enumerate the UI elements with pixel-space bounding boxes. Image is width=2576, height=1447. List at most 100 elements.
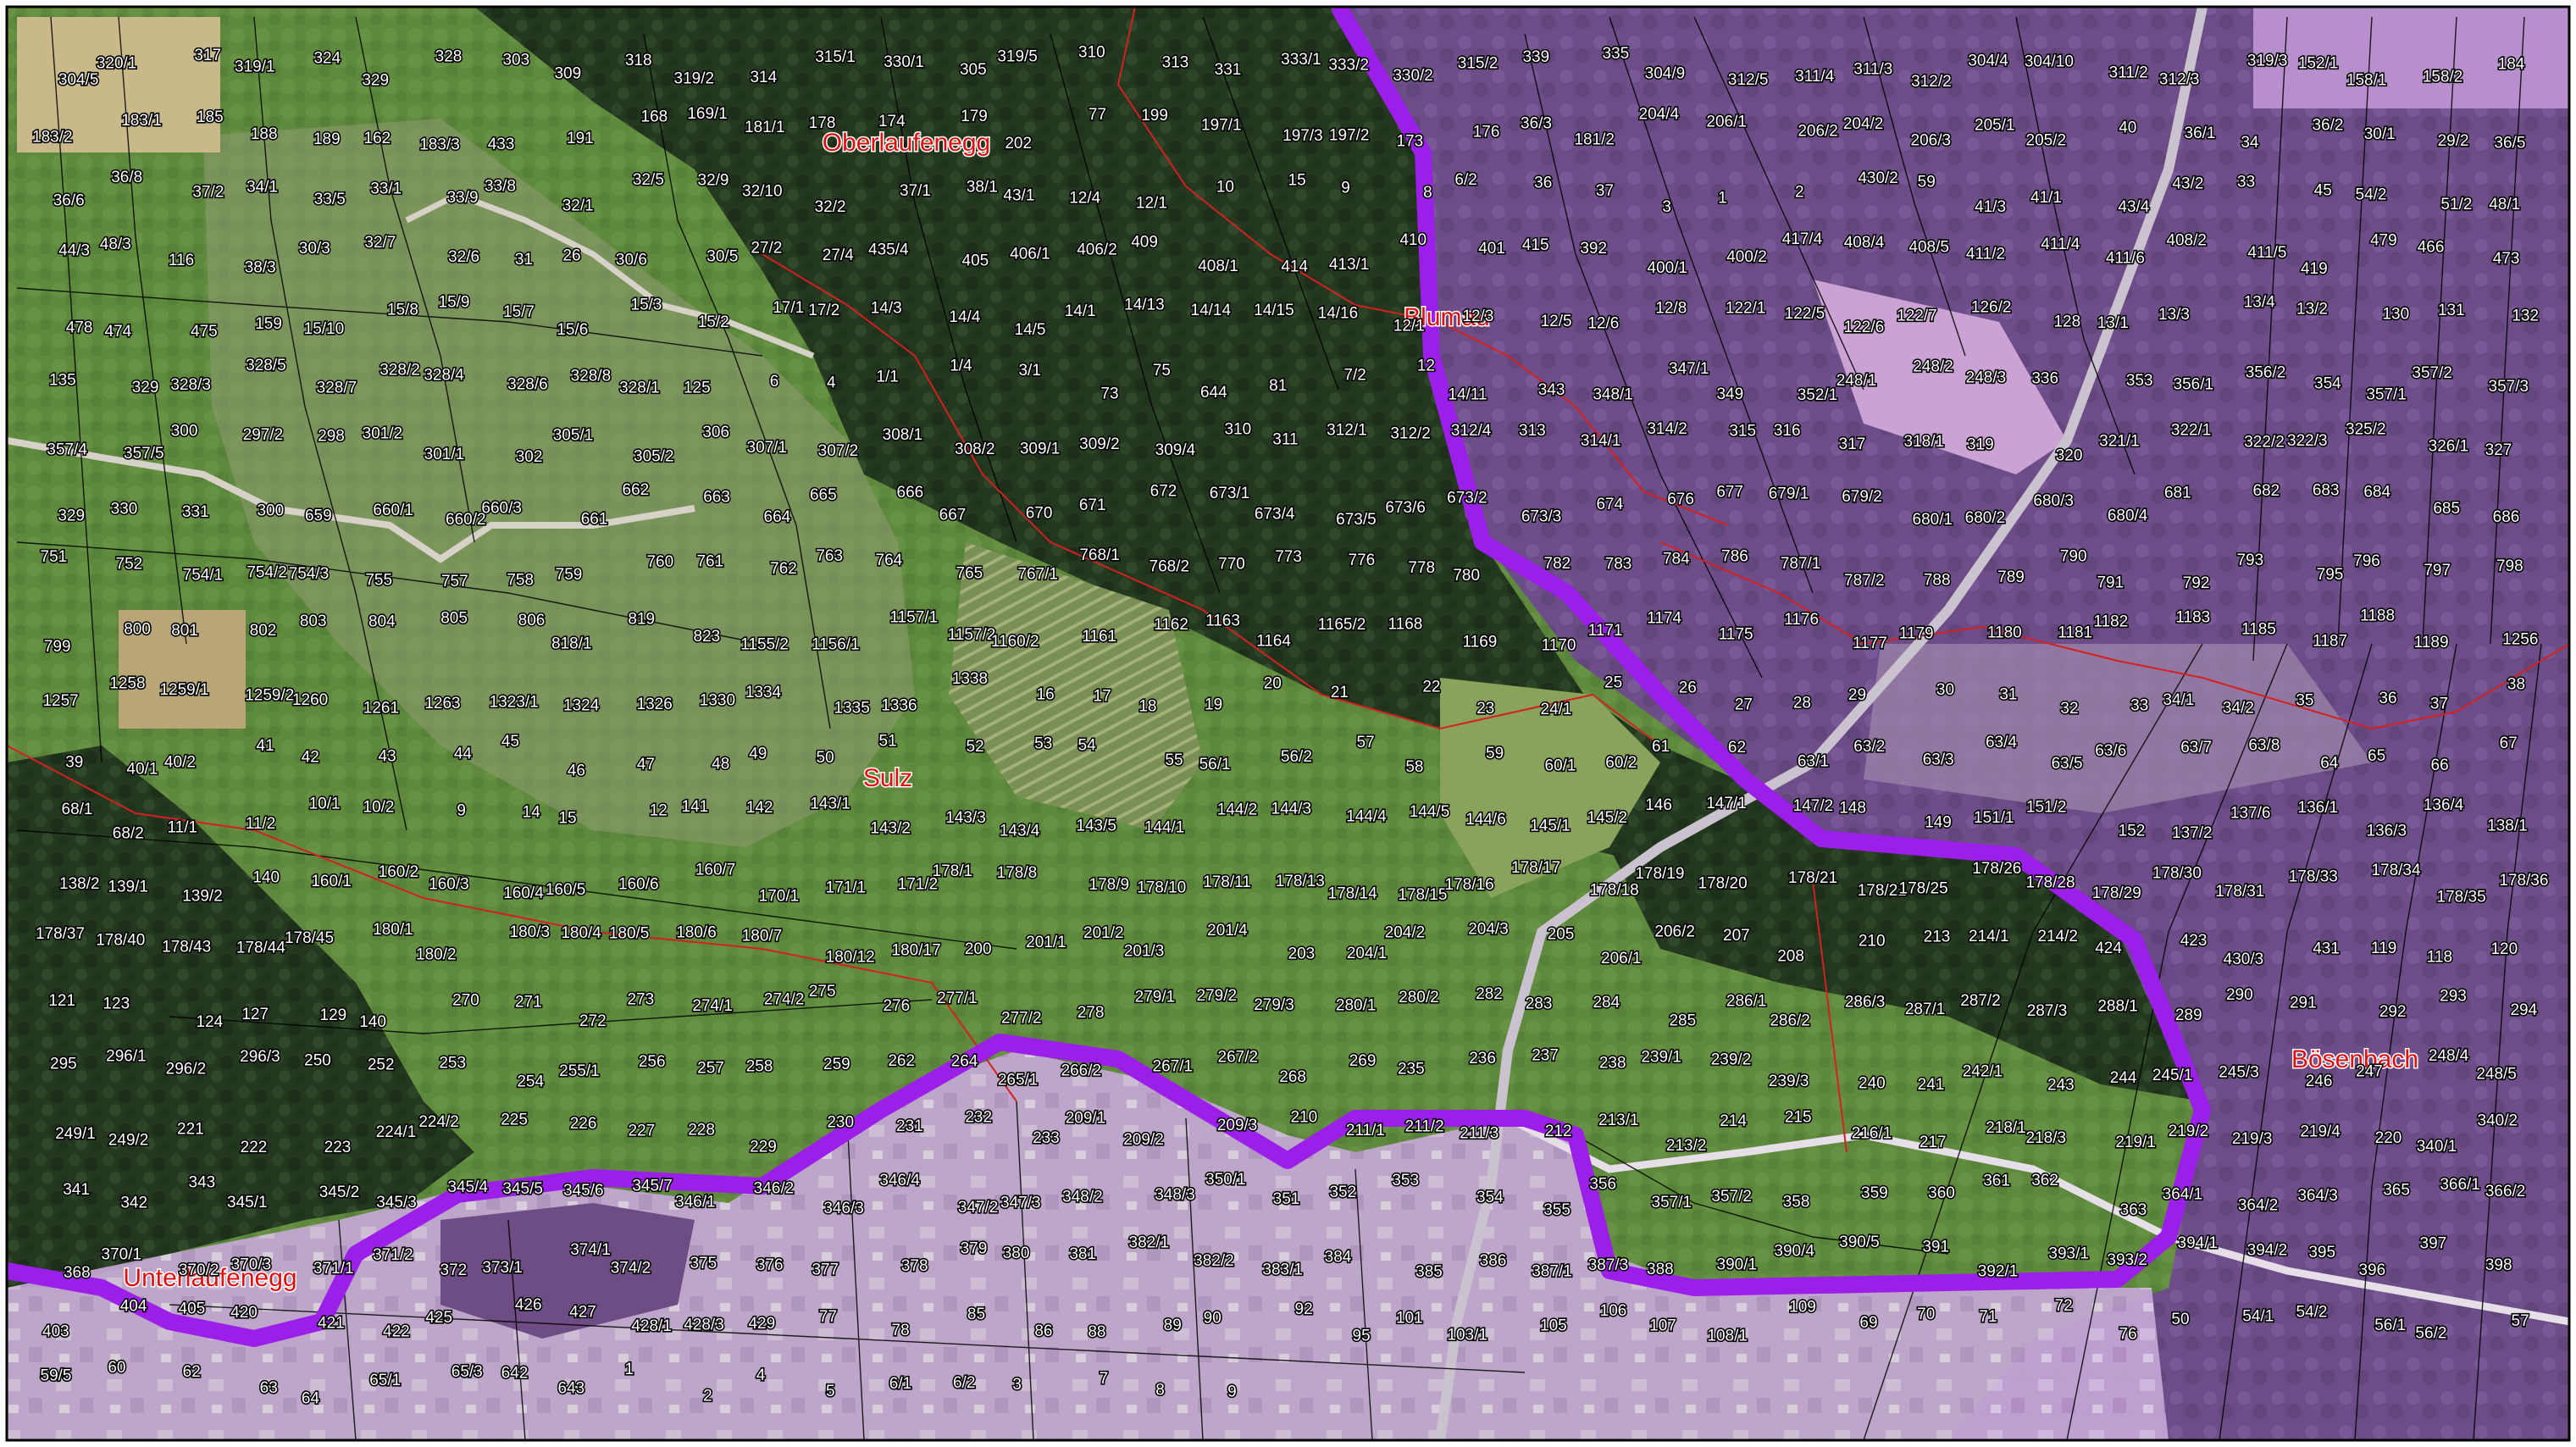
parcel-number: 212 — [1545, 1123, 1572, 1140]
parcel-number: 209/1 — [1066, 1110, 1106, 1128]
parcel-number: 225 — [501, 1111, 528, 1128]
parcel-number: 180/17 — [892, 942, 941, 960]
parcel-number: 123 — [102, 995, 130, 1012]
place-label-sulz: Sulz — [863, 764, 912, 792]
parcel-number: 69 — [1859, 1314, 1877, 1332]
parcel-number: 760 — [646, 553, 673, 571]
parcel-number: 168 — [641, 108, 668, 125]
parcel-number: 354 — [2314, 375, 2341, 393]
parcel-number: 15/8 — [387, 302, 418, 319]
parcel-number: 755 — [365, 572, 392, 590]
parcel-number: 206/2 — [1798, 122, 1838, 140]
parcel-number: 248/3 — [1966, 369, 2007, 387]
parcel-number: 328 — [435, 48, 463, 66]
parcel-number: 8 — [1155, 1381, 1165, 1399]
place-label-blumau: Blumau — [1404, 303, 1490, 331]
parcel-number: 435/4 — [868, 241, 909, 259]
municipality-boundary-purple — [7, 7, 2211, 1347]
parcel-number: 63/2 — [1853, 738, 1885, 756]
parcel-number: 305/2 — [634, 448, 674, 466]
parcel-number: 356/1 — [2174, 376, 2214, 394]
parcel-number: 430/3 — [2224, 951, 2264, 968]
parcel-number: 206/1 — [1706, 113, 1747, 130]
parcel-number: 183/3 — [419, 136, 460, 153]
parcel-number: 204/2 — [1385, 923, 1426, 941]
parcel-number: 33/5 — [314, 191, 346, 208]
parcel-number: 421 — [318, 1314, 345, 1332]
parcel-number: 138/2 — [59, 875, 100, 893]
parcel-number: 308/1 — [883, 426, 923, 444]
parcel-number: 409 — [1131, 233, 1158, 251]
parcel-number: 751 — [41, 548, 68, 566]
parcel-number: 10 — [1216, 179, 1234, 197]
parcel-number: 129 — [320, 1006, 347, 1024]
parcel-number: 311 — [1272, 430, 1298, 448]
parcel-number: 364/2 — [2238, 1196, 2279, 1214]
parcel-number: 178/44 — [236, 940, 286, 957]
parcel-number: 394/1 — [2178, 1234, 2219, 1252]
parcel-number: 310 — [1224, 420, 1251, 438]
parcel-number: 54/2 — [2296, 1304, 2328, 1322]
road-village — [405, 191, 815, 359]
parcel-number: 361 — [1983, 1173, 2010, 1190]
meadow-center — [1440, 678, 1660, 898]
field-northeast — [2253, 7, 2569, 108]
parcel-number: 422 — [383, 1323, 410, 1341]
parcel-number: 319/5 — [997, 47, 1038, 65]
parcel-number: 1174 — [1647, 610, 1681, 628]
parcel-number: 345/1 — [227, 1194, 268, 1211]
parcel-number: 339 — [1522, 48, 1549, 66]
parcel-number: 211/3 — [1460, 1124, 1499, 1142]
parcel-number: 178/10 — [1137, 879, 1186, 897]
parcel-number: 36/3 — [1521, 114, 1552, 132]
parcel-number: 30/3 — [299, 240, 330, 258]
parcel-number: 382/2 — [1194, 1252, 1234, 1270]
parcel-number: 661 — [581, 510, 608, 528]
parcel-number: 53 — [1034, 735, 1052, 753]
parcel-number: 178/43 — [162, 939, 211, 956]
parcel-number: 34/1 — [2163, 691, 2194, 709]
parcel-number: 312/4 — [1451, 422, 1492, 440]
parcel-number: 143/5 — [1076, 817, 1116, 834]
parcel-number: 15/3 — [631, 296, 662, 313]
parcel-number: 404 — [120, 1297, 147, 1315]
parcel-number: 300 — [171, 423, 198, 441]
parcel-number: 180/1 — [373, 921, 413, 939]
parcel-number: 266/2 — [1061, 1062, 1102, 1080]
parcel-number: 178/9 — [1089, 876, 1130, 894]
parcel-number: 662 — [623, 481, 650, 499]
parcel-number: 1323/1 — [490, 693, 539, 711]
parcel-number: 15/6 — [557, 321, 588, 339]
parcel-number: 296/1 — [106, 1048, 147, 1066]
parcel-number: 162 — [364, 130, 391, 147]
parcel-number: 392 — [1580, 240, 1607, 258]
parcel-number: 206/2 — [1654, 923, 1695, 941]
parcel-number: 329 — [58, 507, 85, 524]
parcel-number: 45 — [2314, 181, 2332, 199]
parcel-number: 12/1 — [1136, 195, 1167, 213]
parcel-number: 180/12 — [826, 949, 875, 967]
parcel-number: 1180 — [1987, 624, 2022, 641]
parcel-number: 307/2 — [818, 442, 859, 460]
parcel-number: 178/19 — [1635, 865, 1684, 883]
parcel-number: 232 — [965, 1108, 992, 1126]
parcel-number: 317 — [194, 47, 221, 64]
parcel-number: 66 — [2431, 757, 2449, 774]
parcel-number: 216/1 — [1852, 1124, 1892, 1142]
parcel-number: 48 — [712, 756, 729, 773]
parcel-number: 379 — [961, 1240, 988, 1258]
parcel-number: 314/2 — [1647, 420, 1687, 438]
parcel-number: 200 — [965, 940, 992, 958]
parcel-number: 663 — [703, 488, 730, 506]
parcel-number: 345/2 — [319, 1184, 360, 1201]
parcel-number: 312/2 — [1911, 73, 1952, 91]
parcel-number: 63/7 — [2180, 739, 2212, 757]
parcel-number: 269 — [1349, 1052, 1377, 1070]
field-east-pink — [1813, 280, 2067, 474]
parcel-number: 40/1 — [126, 761, 158, 779]
parcel-number: 178/16 — [1445, 876, 1494, 894]
parcel-number: 804 — [368, 613, 396, 631]
parcel-number: 325/2 — [2346, 421, 2386, 439]
